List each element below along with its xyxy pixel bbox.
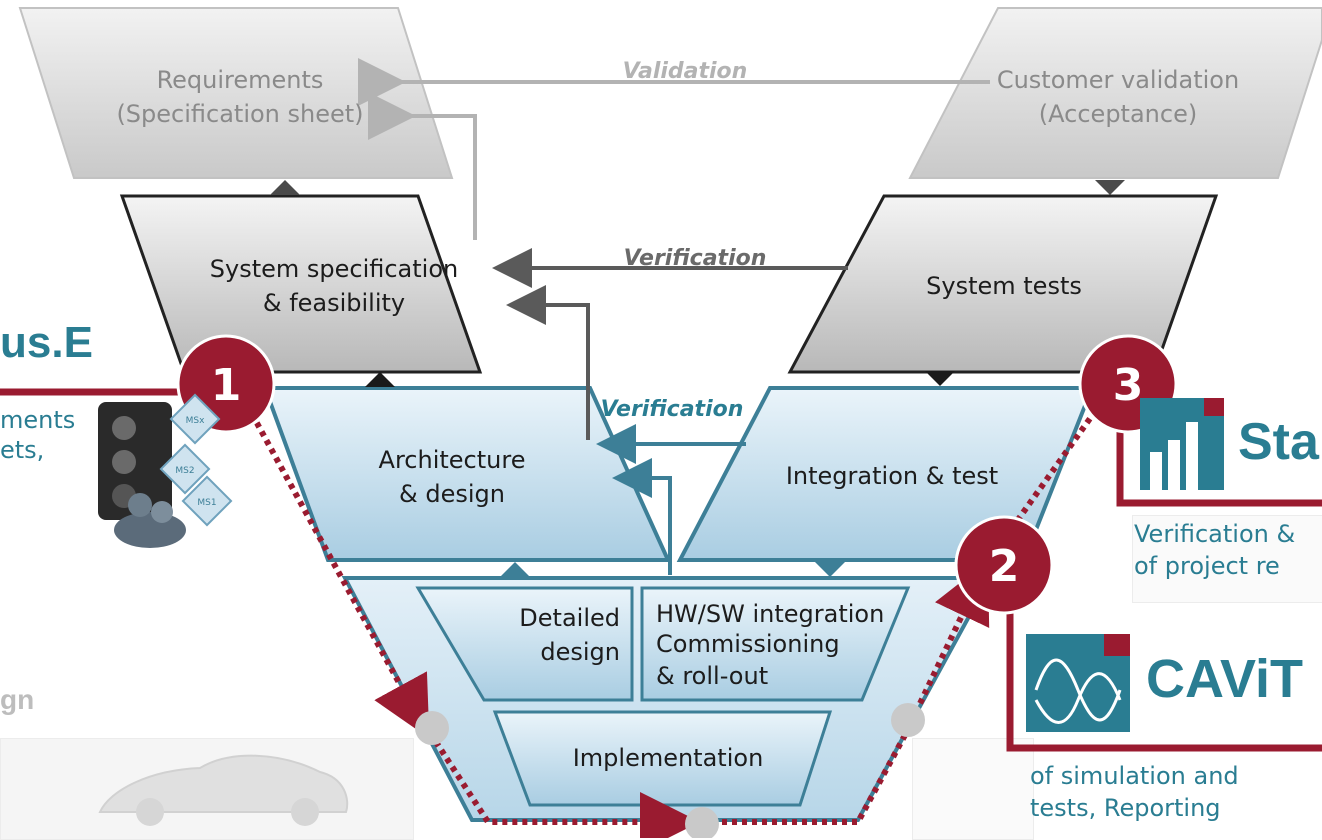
right-stat-panel (1132, 515, 1322, 603)
step-3-label: 3 (1113, 360, 1144, 411)
milestone-ms2-label: MS2 (175, 466, 194, 476)
system-spec-box (119, 194, 483, 374)
hwsw-box (640, 586, 911, 702)
stat-desc-line2: of project re (1134, 552, 1280, 580)
left-tool-name: us.E (0, 318, 93, 367)
system-tests-label: System tests (926, 272, 1082, 300)
traffic-light-icon (98, 402, 186, 548)
requirements-box (18, 7, 454, 179)
verification-top-label: Verification (624, 246, 767, 271)
implementation-label: Implementation (573, 744, 764, 772)
left-section-title: gn (0, 684, 35, 715)
customer-validation-label: Customer validation(Acceptance) (997, 66, 1239, 128)
stat-logo-icon (1140, 398, 1224, 490)
step-1-label: 1 (211, 360, 242, 411)
stat-tool-name: Sta (1238, 413, 1319, 471)
left-desc-line1: ments (0, 406, 76, 434)
verification-mid-label: Verification (601, 397, 744, 422)
car-image (98, 754, 349, 826)
detailed-design-box (415, 586, 634, 702)
milestone-msx-label: MSx (186, 416, 205, 426)
step-2-label: 2 (989, 541, 1020, 592)
customer-validation-box (908, 7, 1322, 179)
stat-desc-line1: Verification & (1134, 520, 1296, 548)
cavit-desc-line2: tests, Reporting (1030, 794, 1221, 822)
right-bottom-panel (912, 738, 1034, 840)
requirements-label: Requirements(Specification sheet) (116, 66, 363, 128)
cavit-tool-name: CAViT (1146, 649, 1304, 709)
system-spec-label: System specification& feasibility (210, 255, 458, 317)
left-desc-line2: ets, (0, 436, 45, 464)
milestone-markers (159, 393, 233, 527)
cavit-logo-icon (1026, 634, 1130, 732)
architecture-label: Architecture& design (379, 446, 526, 508)
integration-test-label: Integration & test (786, 462, 998, 490)
cavit-desc-line1: of simulation and (1030, 762, 1239, 790)
milestone-ms1-label: MS1 (197, 498, 216, 508)
implementation-box (492, 710, 833, 807)
validation-arrow-label: Validation (623, 59, 748, 84)
